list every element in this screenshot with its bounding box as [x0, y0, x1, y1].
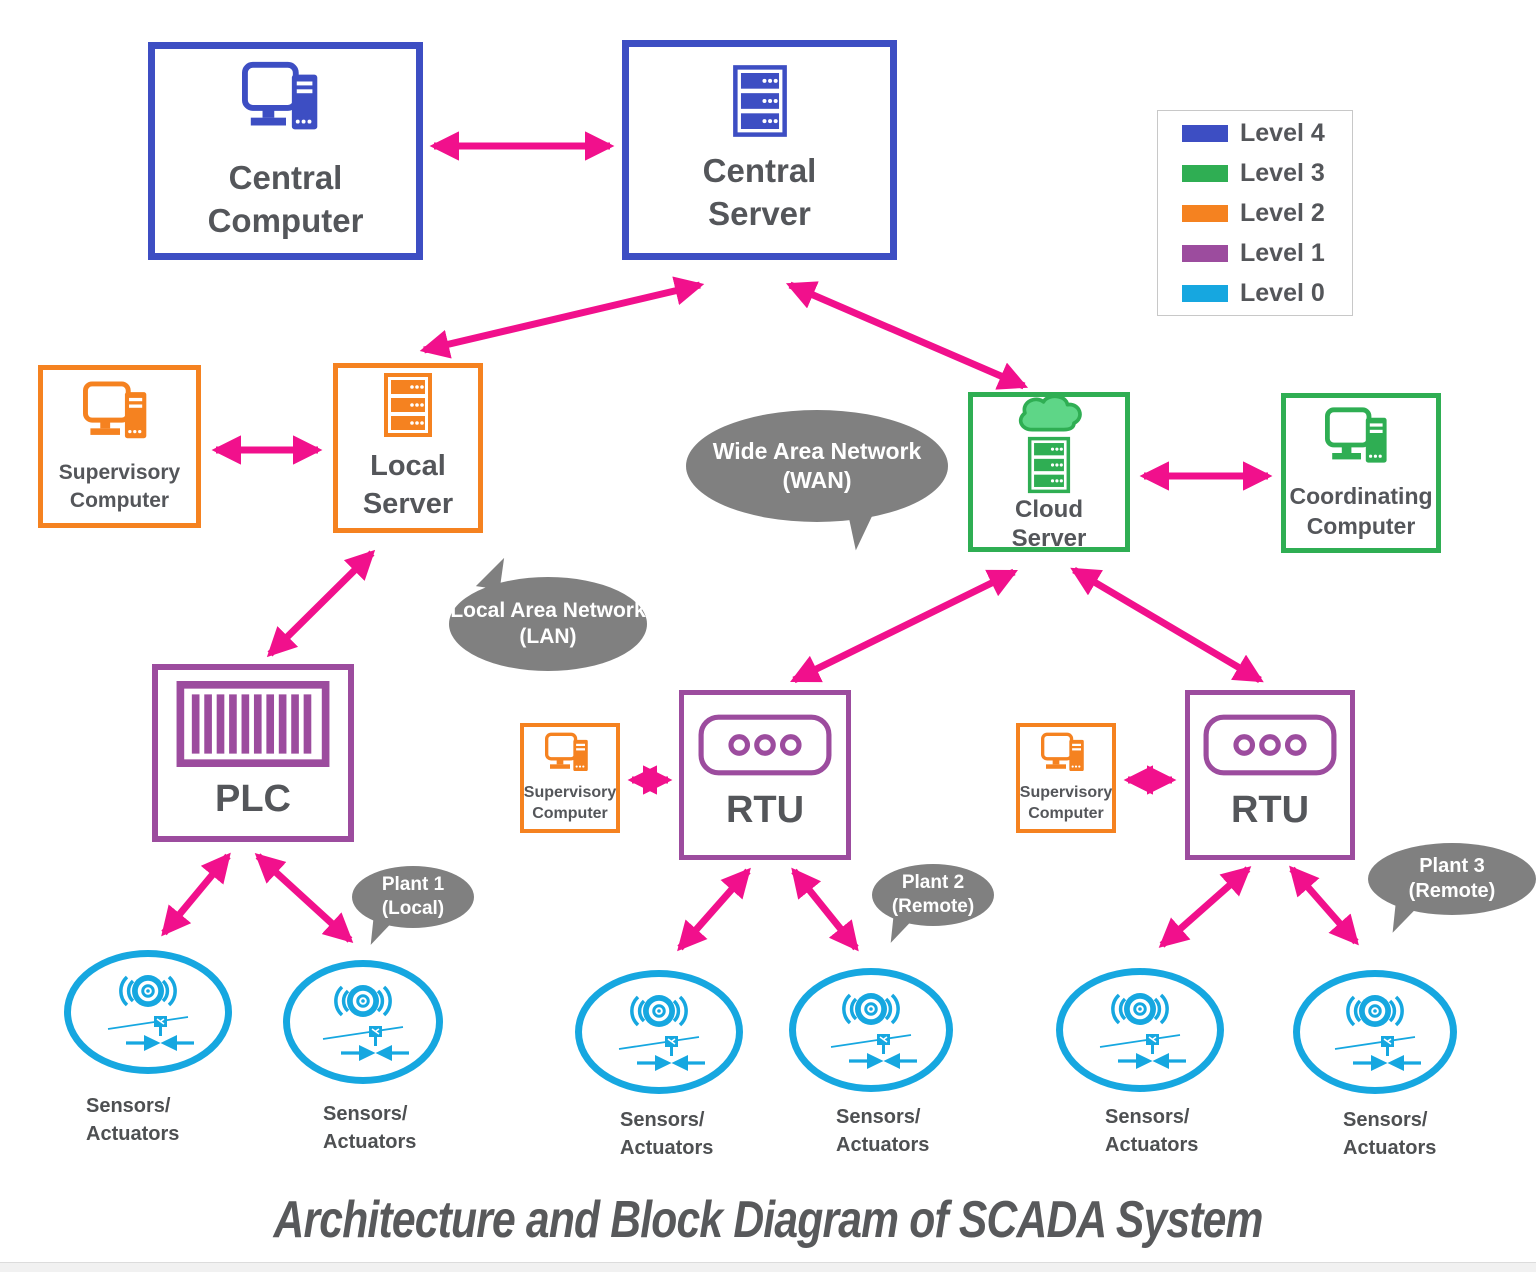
central-computer-label: Central Computer	[207, 159, 364, 239]
sensor-actuator-icon	[322, 985, 409, 1061]
wan-label: Wide Area Network (WAN)	[712, 438, 922, 493]
legend-row: Level 3	[1182, 159, 1352, 188]
legend-row: Level 4	[1182, 119, 1352, 148]
rtu-node: RTU	[679, 690, 851, 860]
level2-swatch	[1182, 204, 1228, 222]
sensor-actuator-node	[789, 968, 953, 1092]
local-server-node: Local Server	[333, 363, 483, 533]
server-icon	[384, 373, 432, 438]
supervisory-computer-node: Supervisory Computer	[38, 365, 201, 528]
diagram-title: Architecture and Block Diagram of SCADA …	[0, 1190, 1536, 1250]
cloud-server-node: Cloud Server	[968, 392, 1130, 552]
wan-bubble: Wide Area Network (WAN)	[686, 410, 948, 522]
coordinating-computer-label: Coordinating Computer	[1289, 482, 1433, 539]
bottom-edge-strip	[0, 1262, 1536, 1272]
coordinating-computer-node: Coordinating Computer	[1281, 393, 1441, 553]
sensor-actuator-node	[64, 950, 232, 1074]
plant2-bubble: Plant 2 (Remote)	[872, 864, 994, 926]
plant3-bubble: Plant 3 (Remote)	[1368, 843, 1536, 915]
server-icon	[732, 65, 787, 137]
plant1-bubble: Plant 1 (Local)	[352, 866, 474, 928]
legend-row: Level 1	[1182, 239, 1352, 268]
sensor-actuator-icon	[1334, 995, 1421, 1071]
supervisory-computer-node: Supervisory Computer	[520, 723, 620, 833]
rtu-node: RTU	[1185, 690, 1355, 860]
legend-label: Level 4	[1240, 118, 1325, 147]
sensor-actuator-node	[1056, 968, 1224, 1092]
plant2-label: Plant 2 (Remote)	[891, 872, 975, 917]
rtu-ports-icon	[1203, 714, 1337, 776]
computer-icon	[241, 62, 317, 130]
central-server-node: Central Server	[622, 40, 897, 260]
legend: Level 4 Level 3 Level 2 Level 1 Level 0	[1157, 110, 1353, 316]
central-server-label: Central Server	[702, 152, 817, 232]
cloud-icon	[1018, 394, 1082, 432]
sensor-actuator-icon	[830, 993, 917, 1069]
central-computer-node: Central Computer	[148, 42, 423, 260]
sensor-label: Sensors/ Actuators	[1343, 1109, 1437, 1159]
computer-icon	[545, 732, 588, 772]
sensor-actuator-node	[1293, 970, 1457, 1094]
plc-label: PLC	[215, 778, 291, 821]
supervisory-computer-node: Supervisory Computer	[1016, 723, 1116, 833]
supervisory-computer-label: Supervisory Computer	[58, 461, 181, 512]
sensor-label: Sensors/ Actuators	[86, 1095, 180, 1145]
sensor-actuator-icon	[107, 975, 194, 1051]
server-icon	[1027, 437, 1071, 494]
legend-label: Level 2	[1240, 198, 1325, 227]
sensor-label: Sensors/ Actuators	[836, 1106, 930, 1156]
legend-label: Level 1	[1240, 238, 1325, 267]
rtu-label: RTU	[1230, 789, 1310, 832]
computer-icon	[1325, 407, 1387, 463]
legend-label: Level 0	[1240, 278, 1325, 307]
lan-label: Local Area Network (LAN)	[450, 598, 646, 648]
sensor-actuator-icon	[618, 995, 705, 1071]
supervisory-computer-label: Supervisory Computer	[523, 784, 617, 822]
cloud-server-label: Cloud Server	[1011, 496, 1087, 552]
local-server-label: Local Server	[362, 450, 454, 520]
plant3-label: Plant 3 (Remote)	[1408, 855, 1496, 902]
computer-icon	[82, 381, 146, 439]
plc-node: PLC	[152, 664, 354, 842]
computer-icon	[1041, 732, 1084, 772]
level0-swatch	[1182, 284, 1228, 302]
sensor-actuator-icon	[1099, 993, 1186, 1069]
legend-label: Level 3	[1240, 158, 1325, 187]
plc-rack-icon	[176, 681, 330, 768]
supervisory-computer-label: Supervisory Computer	[1019, 784, 1113, 822]
sensor-actuator-node	[575, 970, 743, 1094]
legend-row: Level 2	[1182, 199, 1352, 228]
level4-swatch	[1182, 124, 1228, 142]
sensor-label: Sensors/ Actuators	[620, 1109, 714, 1159]
sensor-label: Sensors/ Actuators	[323, 1103, 417, 1153]
plant1-label: Plant 1 (Local)	[381, 874, 445, 919]
sensor-label: Sensors/ Actuators	[1105, 1106, 1199, 1156]
sensor-actuator-node	[283, 960, 443, 1084]
level3-swatch	[1182, 164, 1228, 182]
lan-bubble: Local Area Network (LAN)	[449, 577, 647, 671]
legend-row: Level 0	[1182, 279, 1352, 308]
level1-swatch	[1182, 244, 1228, 262]
rtu-ports-icon	[698, 714, 832, 776]
diagram-title-text: Architecture and Block Diagram of SCADA …	[273, 1191, 1263, 1249]
rtu-label: RTU	[725, 789, 805, 832]
